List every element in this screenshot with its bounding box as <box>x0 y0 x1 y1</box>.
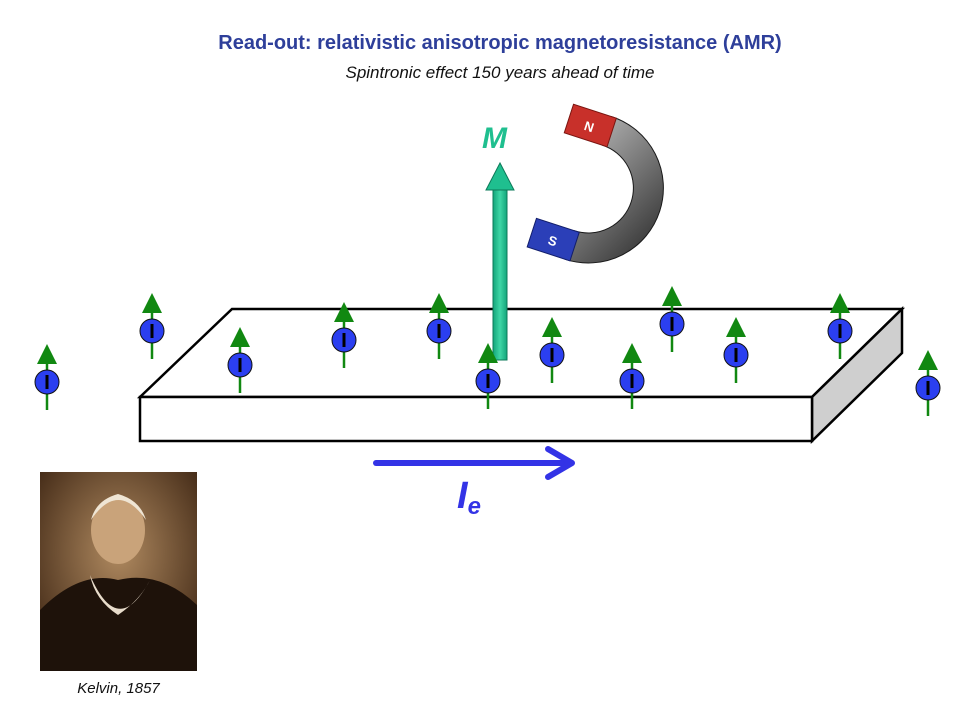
portrait-photo-icon <box>40 472 197 671</box>
spin-electron-icon <box>34 344 60 410</box>
spin-electron-icon <box>227 327 253 393</box>
current-arrow <box>373 446 575 480</box>
magnet-north-label: N <box>582 118 596 135</box>
magnetization-label: M <box>482 122 508 155</box>
current-label: Ie <box>457 475 481 520</box>
horseshoe-magnet-icon: N S <box>526 103 664 264</box>
slide-subtitle: Spintronic effect 150 years ahead of tim… <box>345 63 655 82</box>
spin-electron-icon <box>139 293 165 359</box>
slide-title: Read-out: relativistic anisotropic magne… <box>218 32 782 54</box>
photo-caption: Kelvin, 1857 <box>77 680 160 697</box>
current-label-main: I <box>457 475 469 517</box>
spin-electron-icon <box>331 302 357 368</box>
magnetization-arrow <box>485 161 515 361</box>
spin-electron-icon <box>659 286 685 352</box>
conductor-slab <box>136 306 906 444</box>
spin-electron-icon <box>827 293 853 359</box>
spin-electron-icon <box>723 317 749 383</box>
spin-electron-icon <box>915 350 941 416</box>
spin-electron-icon <box>619 343 645 409</box>
current-label-subscript: e <box>468 493 481 520</box>
spin-electrons <box>34 286 941 416</box>
spin-electron-icon <box>539 317 565 383</box>
spin-electron-icon <box>426 293 452 359</box>
spin-electron-icon <box>475 343 501 409</box>
